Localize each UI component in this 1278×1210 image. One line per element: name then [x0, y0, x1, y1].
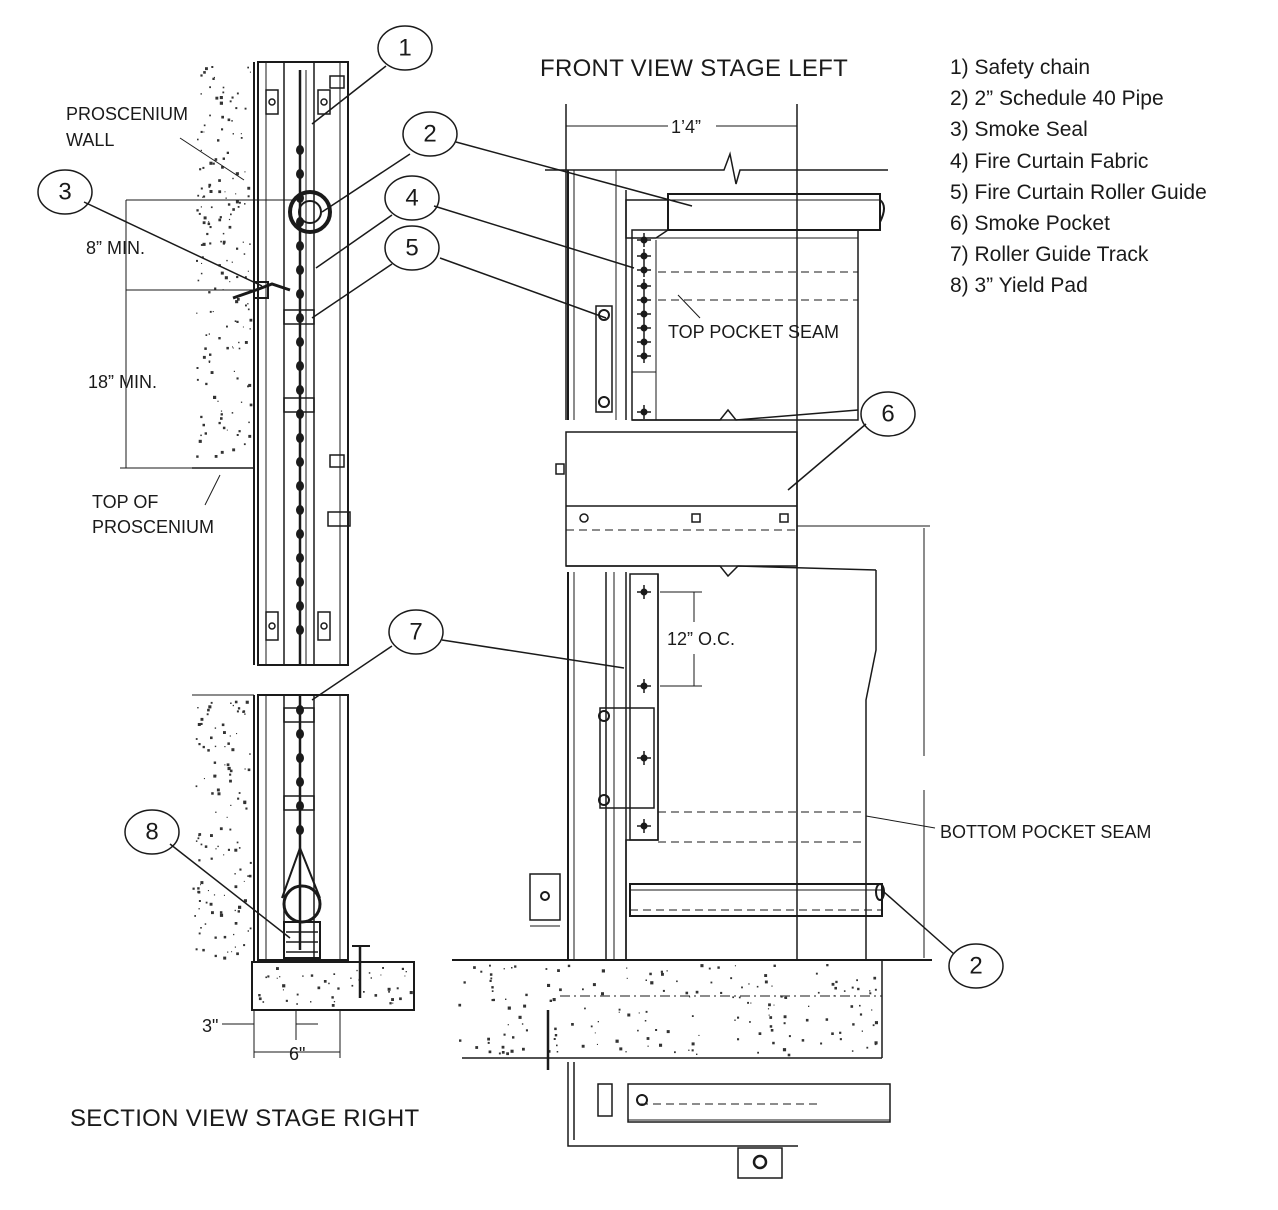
label-bottom-pocket-seam: BOTTOM POCKET SEAM — [940, 822, 1151, 842]
callout-2-bottom: 2 — [948, 943, 1004, 989]
legend-item-4: 4) Fire Curtain Fabric — [950, 150, 1148, 173]
legend-item-8: 8) 3” Yield Pad — [950, 274, 1088, 297]
svg-text:8: 8 — [145, 819, 158, 846]
callout-1: 1 — [377, 25, 433, 71]
svg-text:7: 7 — [409, 619, 422, 646]
label-spacing: 12” O.C. — [667, 629, 735, 649]
label-proscenium-wall-1: PROSCENIUM — [66, 104, 188, 124]
callout-6: 6 — [860, 391, 916, 437]
label-8-min: 8” MIN. — [86, 238, 145, 258]
svg-text:6: 6 — [881, 401, 894, 428]
callout-3: 3 — [37, 169, 93, 215]
svg-text:5: 5 — [405, 235, 418, 262]
callout-2-top: 2 — [402, 111, 458, 157]
label-18-min: 18” MIN. — [88, 372, 157, 392]
svg-text:2: 2 — [423, 121, 436, 148]
pipe-front-bottom — [629, 883, 883, 917]
legend-item-1: 1) Safety chain — [950, 56, 1090, 79]
proscenium-wall-upper — [192, 62, 254, 468]
callout-5: 5 — [384, 225, 440, 271]
label-top-pocket-seam: TOP POCKET SEAM — [668, 322, 839, 342]
svg-text:1: 1 — [398, 35, 411, 62]
fabric-fasteners-upper — [637, 233, 651, 419]
front-view-title: FRONT VIEW STAGE LEFT — [540, 55, 848, 82]
svg-text:3: 3 — [58, 179, 71, 206]
legend-item-5: 5) Fire Curtain Roller Guide — [950, 181, 1207, 204]
callouts: 1 2 3 4 5 6 7 8 2 — [37, 25, 1004, 989]
svg-text:2: 2 — [969, 953, 982, 980]
callout-4: 4 — [384, 175, 440, 221]
pipe-section-top — [288, 190, 332, 234]
label-proscenium-wall-2: WALL — [66, 130, 114, 150]
label-dim-6: 6" — [289, 1044, 305, 1064]
leader-lines — [83, 65, 955, 955]
fabric-fasteners-lower — [637, 585, 651, 833]
smoke-pocket-section-upper — [257, 61, 349, 666]
legend-item-6: 6) Smoke Pocket — [950, 212, 1110, 235]
concrete-texture — [192, 66, 413, 1007]
roller-chain — [296, 145, 304, 835]
smoke-pocket-section-lower — [257, 694, 349, 961]
callout-7: 7 — [388, 609, 444, 655]
smoke-pocket-front — [565, 431, 798, 567]
front-view: FRONT VIEW STAGE LEFT 1’4” TOP POCKET SE… — [452, 55, 1151, 1179]
label-dim-3: 3" — [202, 1016, 218, 1036]
legend-item-7: 7) Roller Guide Track — [950, 243, 1149, 266]
section-view-title: SECTION VIEW STAGE RIGHT — [70, 1105, 419, 1132]
section-view: PROSCENIUM WALL 8” MIN. 18” MIN. TOP OF … — [66, 61, 419, 1132]
yield-pad — [283, 921, 321, 959]
curtain-fabric-lower — [625, 570, 877, 960]
pipe-front-top — [667, 193, 881, 231]
legend-item-3: 3) Smoke Seal — [950, 118, 1088, 141]
legend: 1) Safety chain 2) 2” Schedule 40 Pipe 3… — [950, 56, 1207, 297]
label-top-of-1: TOP OF — [92, 492, 158, 512]
floor-concrete-texture — [458, 964, 878, 1057]
legend-item-2: 2) 2” Schedule 40 Pipe — [950, 87, 1164, 110]
callout-8: 8 — [124, 809, 180, 855]
svg-text:4: 4 — [405, 185, 418, 212]
stage-floor-section — [251, 961, 415, 1011]
label-width: 1’4” — [671, 117, 701, 137]
label-top-of-2: PROSCENIUM — [92, 517, 214, 537]
